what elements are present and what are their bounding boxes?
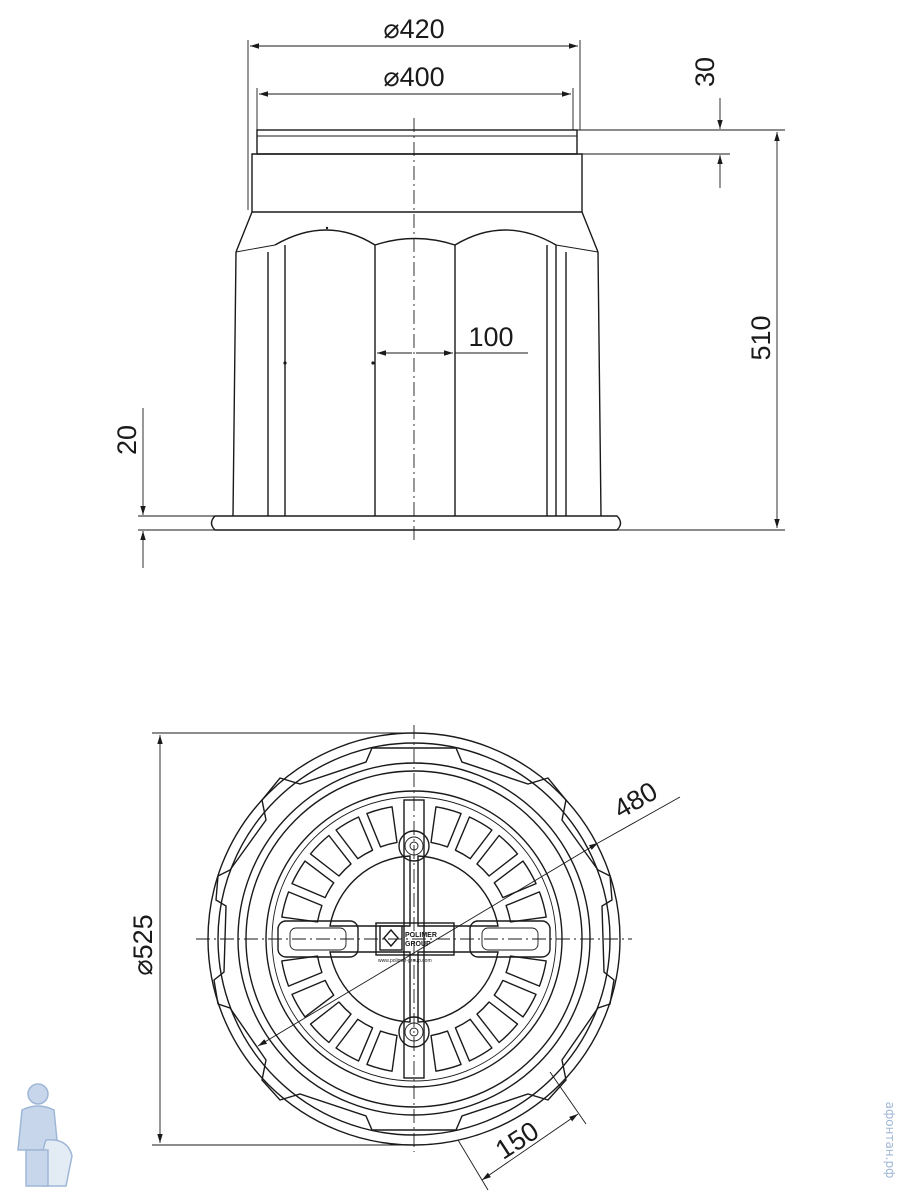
side-dimensions: ⌀420 ⌀400 30 510 100 20 — [112, 14, 785, 568]
brand-website: www.polimer-group.com — [378, 958, 432, 964]
dim-ring-diameter: ⌀525 — [128, 914, 158, 975]
cover-slot — [281, 891, 323, 923]
dim-cover-diameter: 480 — [608, 776, 662, 825]
dim-inner-diameter: ⌀400 — [383, 62, 444, 92]
dim-base-thickness: 20 — [112, 425, 142, 455]
watermark: афонтан.рф — [17, 1083, 897, 1187]
neck — [251, 153, 583, 213]
cover-slot — [505, 891, 547, 923]
brand-line2: GROUP — [405, 941, 431, 948]
top-view: POLIMER GROUP www.polimer-group.com — [196, 725, 632, 1152]
brand-logo-icon — [383, 928, 399, 948]
cover-slot — [366, 1030, 398, 1072]
cover-slot — [505, 955, 547, 987]
dim-collar-height: 30 — [690, 57, 720, 87]
body-ribs — [235, 226, 599, 516]
dim-flat-width: 150 — [490, 1116, 544, 1166]
cover-slot — [430, 1030, 462, 1072]
body-outline — [232, 251, 602, 517]
brand-line1: POLIMER — [405, 932, 437, 939]
plumber-mascot-icon — [17, 1083, 73, 1187]
dim-outer-diameter: ⌀420 — [383, 14, 444, 44]
cover-slot — [430, 806, 462, 848]
cover-slot — [366, 806, 398, 848]
watermark-text: афонтан.рф — [883, 1102, 897, 1179]
base-flange — [210, 515, 622, 531]
brand-plate: POLIMER GROUP www.polimer-group.com — [375, 922, 455, 964]
collar-top-lip — [256, 129, 578, 155]
cover-slot — [281, 955, 323, 987]
dim-rib-width: 100 — [468, 322, 513, 352]
dim-total-height: 510 — [746, 315, 776, 360]
side-view — [210, 118, 622, 542]
